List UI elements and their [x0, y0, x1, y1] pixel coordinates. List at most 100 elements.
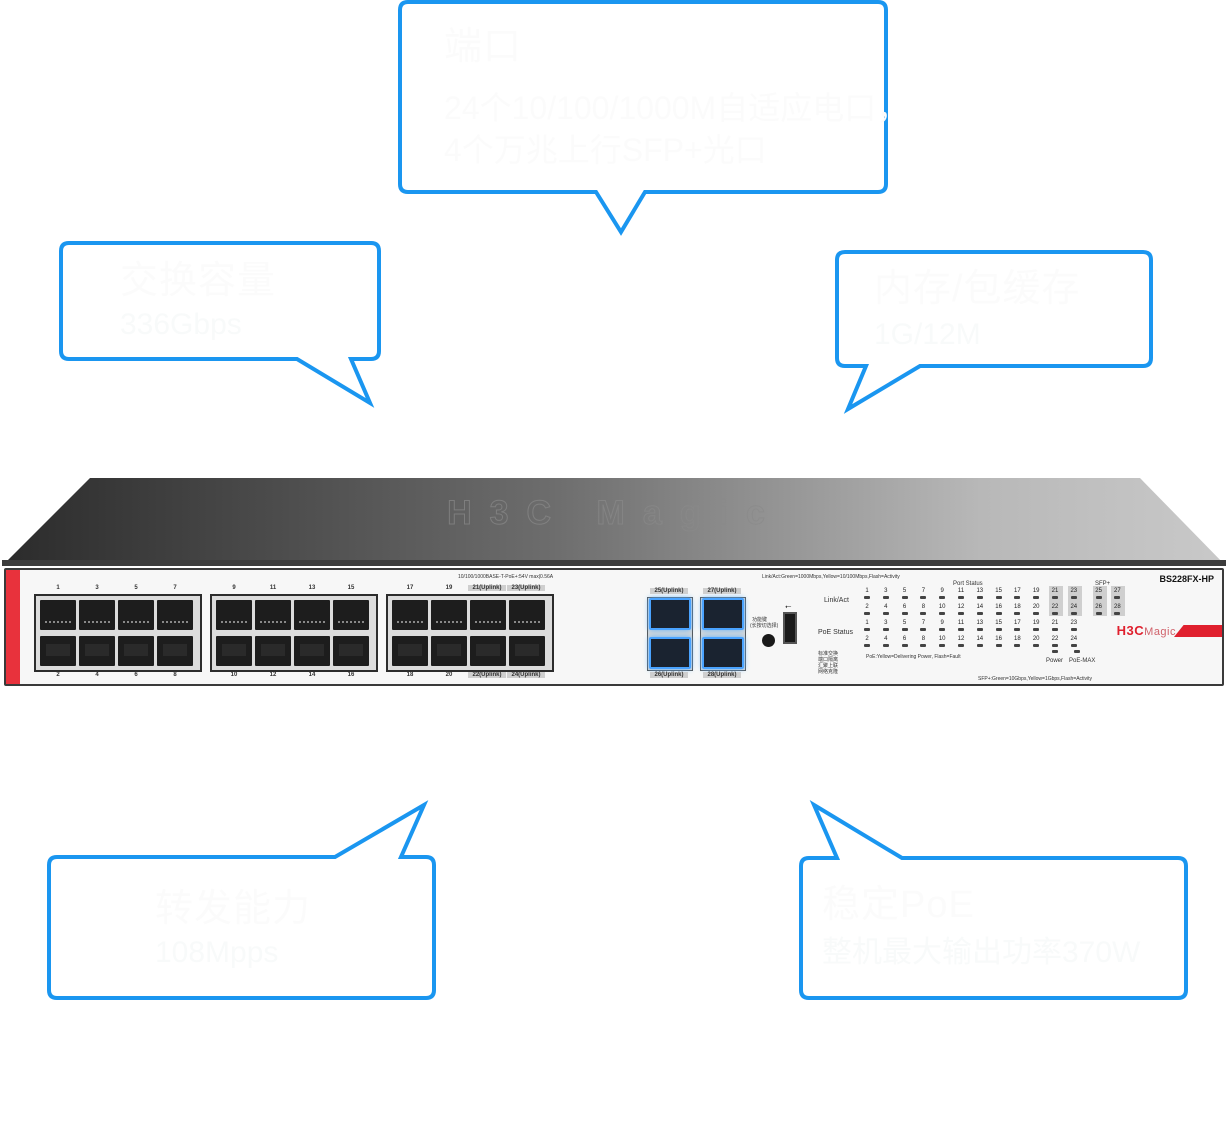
poe-legend: PoE:Yellow=Delivering Power, Flash=Fault	[866, 654, 961, 660]
rj45-port[interactable]	[509, 636, 545, 666]
sfp-port[interactable]	[702, 637, 744, 669]
status-led	[1033, 644, 1040, 647]
rj45-port[interactable]	[40, 636, 76, 666]
status-led	[939, 628, 946, 631]
port-label: 20	[445, 672, 453, 678]
poe-status-label: PoE Status	[818, 629, 854, 636]
led-number: 17	[1014, 620, 1021, 626]
status-led	[1014, 612, 1021, 615]
port-label: 4	[95, 672, 99, 678]
led-number: 23	[1070, 620, 1078, 626]
callout-poe-title: 稳定PoE	[822, 884, 975, 926]
led-number: 3	[884, 620, 888, 626]
led-number: 4	[884, 636, 888, 642]
port-label: 19	[445, 585, 453, 591]
led-number: 3	[884, 588, 888, 594]
status-led	[976, 596, 983, 599]
brand-logo: H3CMagic	[1117, 623, 1176, 638]
led-number: 22	[1051, 636, 1059, 642]
rj45-port[interactable]	[255, 600, 291, 630]
led-number: 2	[865, 604, 869, 610]
port-label: 14	[308, 672, 316, 678]
rj45-port[interactable]	[40, 600, 76, 630]
rj45-port[interactable]	[118, 600, 154, 630]
rj45-port[interactable]	[255, 636, 291, 666]
led-number: 23	[1070, 588, 1078, 594]
top-emboss-logo: H3C Magic	[447, 494, 783, 532]
led-number: 7	[921, 588, 926, 594]
rj45-port[interactable]	[79, 600, 115, 630]
callout-ports-line-2: 4个万兆上行SFP+光口	[444, 132, 767, 169]
status-led	[920, 644, 927, 647]
sfp-port[interactable]	[649, 598, 691, 630]
rj45-port[interactable]	[79, 636, 115, 666]
status-led	[864, 628, 870, 631]
rj45-port[interactable]	[216, 636, 252, 666]
rj45-port[interactable]	[509, 600, 545, 630]
led-number: 14	[976, 636, 984, 642]
port-label: 21(Uplink)	[468, 585, 506, 591]
rj45-port[interactable]	[470, 636, 506, 666]
status-led	[958, 596, 964, 599]
port-label: 22(Uplink)	[468, 672, 506, 678]
usb-icon: ⭠	[785, 602, 792, 611]
sfp-port[interactable]	[702, 598, 744, 630]
led-number: 4	[884, 604, 888, 610]
sfp-label: 26(Uplink)	[650, 672, 688, 678]
brand-suffix: Magic	[1144, 626, 1176, 638]
led-number: 8	[921, 604, 926, 610]
usb-port[interactable]	[783, 612, 797, 644]
callout-ports-line-1: 24个10/100/1000M自适应电口，	[444, 89, 909, 126]
status-led	[995, 628, 1002, 631]
port-label: 9	[232, 585, 236, 591]
rj45-port[interactable]	[431, 600, 467, 630]
sfp-port[interactable]	[649, 637, 691, 669]
callout-memory: 内存/包缓存 1G/12M	[874, 268, 1081, 352]
rj45-port[interactable]	[157, 600, 193, 630]
led-number: 25	[1095, 588, 1102, 594]
switch-device: H3C Magic 10/100/1000BASE-T-PoE+:54V max…	[0, 476, 1229, 690]
led-number: 24	[1070, 604, 1078, 610]
rj45-port[interactable]	[431, 636, 467, 666]
status-led	[976, 628, 983, 631]
status-led	[976, 644, 983, 647]
status-led	[901, 644, 908, 647]
poe-max-led	[1074, 650, 1080, 653]
port-label: 3	[95, 585, 99, 591]
status-led	[958, 644, 964, 647]
sfp-group-label: SFP+	[1095, 581, 1111, 587]
led-number: 20	[1032, 636, 1040, 642]
status-led	[920, 628, 927, 631]
sfp-label: 27(Uplink)	[703, 588, 741, 594]
uplink-led-highlight	[1067, 586, 1082, 616]
mode-option: 端口隔离	[818, 657, 839, 663]
callout-forwarding-title: 转发能力	[155, 888, 312, 930]
callout-poe: 稳定PoE 整机最大输出功率370W	[822, 884, 1140, 970]
rj45-port[interactable]	[294, 636, 330, 666]
rj45-port[interactable]	[392, 636, 428, 666]
brand-name: H3C	[1116, 623, 1145, 638]
rj45-port[interactable]	[118, 636, 154, 666]
led-number: 1	[865, 620, 869, 626]
led-number: 7	[921, 620, 926, 626]
rj45-port[interactable]	[392, 600, 428, 630]
led-number: 12	[957, 636, 965, 642]
led-number: 6	[902, 604, 907, 610]
rj45-port[interactable]	[470, 600, 506, 630]
led-number: 22	[1051, 604, 1059, 610]
status-led	[1070, 628, 1077, 631]
status-led	[1052, 596, 1058, 599]
rj45-port[interactable]	[333, 600, 369, 630]
callout-ports-title: 端口	[444, 26, 523, 68]
rj45-port[interactable]	[216, 600, 252, 630]
rj45-port[interactable]	[157, 636, 193, 666]
function-key-button[interactable]	[762, 634, 775, 647]
led-number: 21	[1051, 588, 1059, 594]
status-led	[995, 612, 1002, 615]
led-number: 9	[940, 620, 944, 626]
rj45-port[interactable]	[294, 600, 330, 630]
rj45-port[interactable]	[333, 636, 369, 666]
led-number: 16	[995, 636, 1002, 642]
poe-max-label: PoE-MAX	[1069, 658, 1096, 664]
status-led	[1052, 644, 1058, 647]
